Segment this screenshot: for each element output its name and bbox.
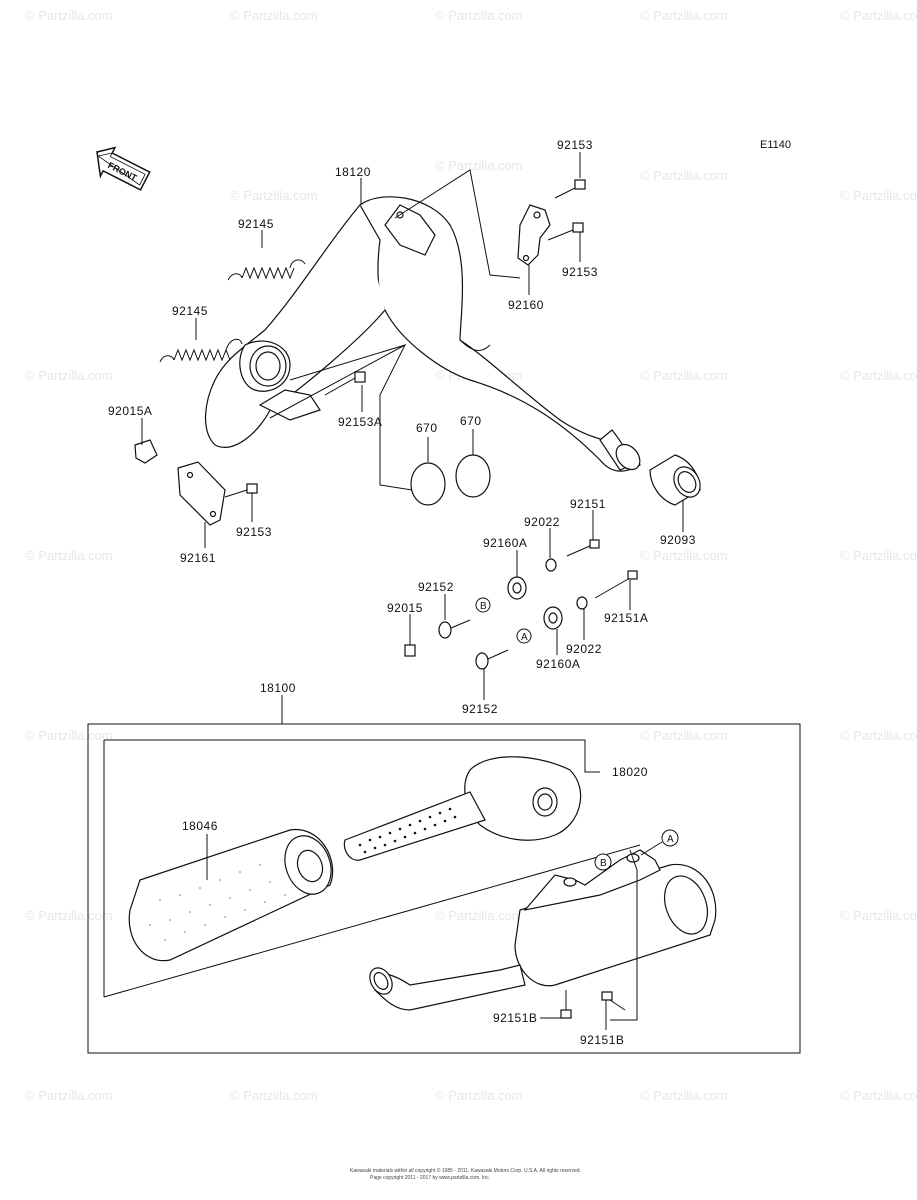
- watermark-layer: © Partzilla.com © Partzilla.com © Partzi…: [25, 8, 917, 1103]
- watermark: © Partzilla.com: [435, 158, 523, 173]
- exhaust-header-pipe: [204, 196, 642, 472]
- part-label-92015: 92015: [387, 601, 423, 615]
- watermark: © Partzilla.com: [230, 8, 318, 23]
- part-label-18046: 18046: [182, 819, 218, 833]
- pipe-joint-92093: [649, 454, 701, 506]
- watermark: © Partzilla.com: [230, 1088, 318, 1103]
- callout-b-label: B: [480, 601, 487, 612]
- silencer-packing-18046: [128, 829, 334, 962]
- part-label-18020: 18020: [612, 765, 648, 779]
- bolt-92151: [566, 539, 600, 557]
- watermark: © Partzilla.com: [840, 8, 917, 23]
- part-label-18100: 18100: [260, 681, 296, 695]
- part-label-92145: 92145: [238, 217, 274, 231]
- spring-92145-lower: [159, 338, 243, 363]
- watermark: © Partzilla.com: [640, 1088, 728, 1103]
- nut-92015: [404, 644, 416, 657]
- part-label-92151B: 92151B: [493, 1011, 537, 1025]
- bolt-92153A: [324, 371, 366, 396]
- part-label-92152: 92152: [462, 702, 498, 716]
- part-label-92153A: 92153A: [338, 415, 382, 429]
- watermark: © Partzilla.com: [435, 8, 523, 23]
- watermark: © Partzilla.com: [840, 728, 917, 743]
- part-label-92151: 92151: [570, 497, 606, 511]
- grommet-92015A: [134, 439, 158, 464]
- part-label-92153: 92153: [236, 525, 272, 539]
- washer-92022-b: [576, 596, 588, 610]
- watermark: © Partzilla.com: [230, 188, 318, 203]
- watermark: © Partzilla.com: [435, 908, 523, 923]
- part-labels: 18120 92153 92153 92160 92145 92145 9201…: [108, 138, 696, 1047]
- bolt-92153-mid: [547, 222, 584, 241]
- watermark: © Partzilla.com: [840, 908, 917, 923]
- watermark: © Partzilla.com: [840, 188, 917, 203]
- watermark: © Partzilla.com: [840, 548, 917, 563]
- leader-line: [640, 841, 663, 856]
- watermark: © Partzilla.com: [840, 368, 917, 383]
- part-label-92145: 92145: [172, 304, 208, 318]
- part-label-92151A: 92151A: [604, 611, 648, 625]
- collar-92160A-a: [507, 576, 527, 600]
- watermark: © Partzilla.com: [640, 548, 728, 563]
- part-label-92160A: 92160A: [536, 657, 580, 671]
- silencer-end-18020: [343, 756, 600, 861]
- bolt-92152-a: [438, 619, 471, 639]
- part-label-92161: 92161: [180, 551, 216, 565]
- bolt-92152-b: [475, 649, 509, 670]
- watermark: © Partzilla.com: [25, 548, 113, 563]
- spring-92145-upper: [227, 259, 306, 281]
- watermark: © Partzilla.com: [25, 908, 113, 923]
- bolt-92151A: [594, 570, 638, 599]
- part-label-92093: 92093: [660, 533, 696, 547]
- callout-a-mid: A: [516, 628, 532, 644]
- bracket-92160: [517, 204, 551, 266]
- copyright-line: Page copyright 2011 - 2017 by www.partzi…: [370, 1175, 490, 1181]
- front-arrow-icon: FRONT: [96, 146, 151, 191]
- bolt-92153-top: [554, 179, 586, 199]
- part-label-92153: 92153: [562, 265, 598, 279]
- watermark: © Partzilla.com: [435, 1088, 523, 1103]
- watermark: © Partzilla.com: [840, 1088, 917, 1103]
- watermark: © Partzilla.com: [25, 368, 113, 383]
- part-label-18120: 18120: [335, 165, 371, 179]
- watermark: © Partzilla.com: [640, 728, 728, 743]
- collar-92160A-b: [543, 606, 563, 630]
- callout-b-label: B: [600, 858, 607, 869]
- diagram-code: E1140: [760, 139, 791, 151]
- watermark: © Partzilla.com: [640, 368, 728, 383]
- part-label-92015A: 92015A: [108, 404, 152, 418]
- part-label-92152: 92152: [418, 580, 454, 594]
- bracket-92161: [177, 461, 226, 526]
- leader-lines: [141, 152, 684, 724]
- watermark: © Partzilla.com: [25, 1088, 113, 1103]
- callout-a-label: A: [521, 632, 528, 643]
- part-label-92022: 92022: [566, 642, 602, 656]
- watermark: © Partzilla.com: [25, 8, 113, 23]
- callout-b-mid: B: [475, 597, 491, 613]
- o-ring-670-b: [455, 454, 491, 498]
- part-label-670: 670: [460, 414, 482, 428]
- part-label-670: 670: [416, 421, 438, 435]
- muffler-assembly: [369, 849, 717, 1021]
- callout-a-bottom: A: [661, 829, 679, 847]
- callout-b-bottom: B: [594, 853, 612, 871]
- o-ring-670-a: [410, 462, 446, 506]
- part-label-92151B: 92151B: [580, 1033, 624, 1047]
- part-label-92160: 92160: [508, 298, 544, 312]
- copyright-line: Kawasaki materials within all copyright …: [350, 1167, 581, 1174]
- part-label-92160A: 92160A: [483, 536, 527, 550]
- part-label-92022: 92022: [524, 515, 560, 529]
- washer-92022-a: [545, 558, 557, 572]
- muffler-kit-box: [87, 723, 801, 1054]
- watermark: © Partzilla.com: [640, 168, 728, 183]
- watermark: © Partzilla.com: [640, 8, 728, 23]
- watermark: © Partzilla.com: [25, 728, 113, 743]
- callout-a-label: A: [667, 834, 674, 845]
- part-label-92153: 92153: [557, 138, 593, 152]
